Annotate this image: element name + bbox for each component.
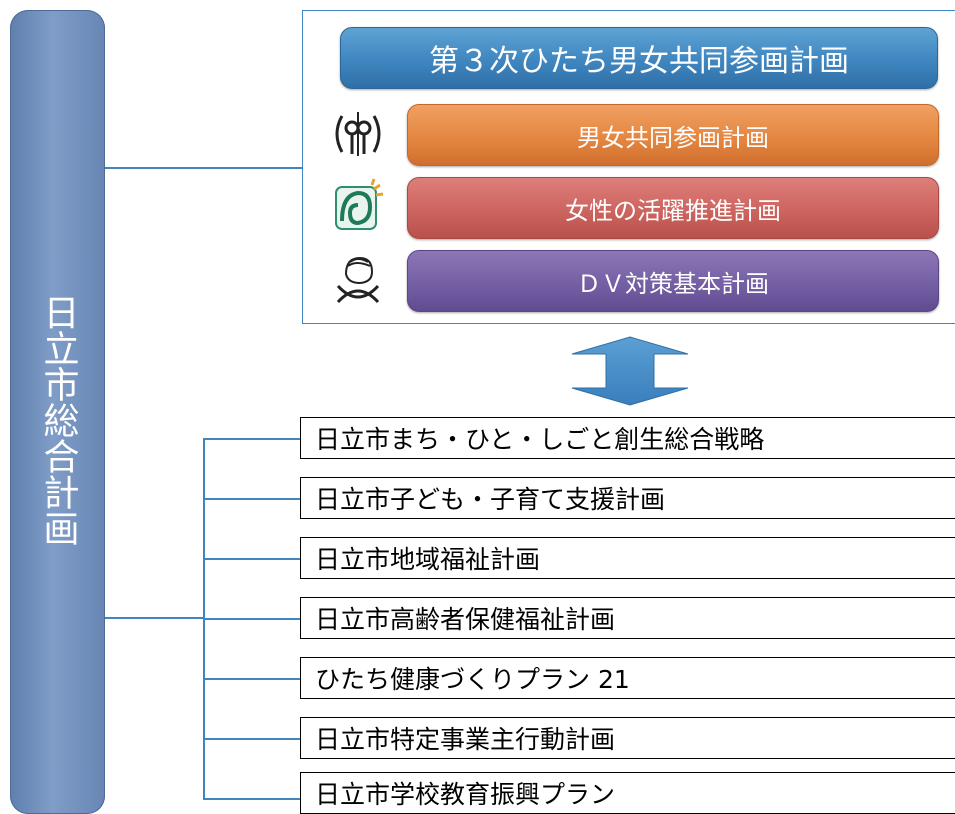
dv-prevention-logo-icon bbox=[336, 256, 380, 304]
master-plan-title: 日立市総合計画 bbox=[37, 294, 79, 546]
related-plan-box: 日立市特定事業主行動計画 bbox=[300, 717, 955, 759]
related-plan-box: ひたち健康づくりプラン 21 bbox=[300, 657, 955, 699]
connector-branch bbox=[203, 438, 300, 440]
connector-bottom bbox=[105, 617, 203, 619]
bidirectional-arrow-icon bbox=[571, 336, 689, 406]
dv-prevention-plan: ＤＶ対策基本計画 bbox=[407, 250, 939, 312]
connector-branch bbox=[203, 798, 300, 800]
connector-branch bbox=[203, 618, 300, 620]
master-plan-bar bbox=[10, 10, 105, 814]
connector-branch bbox=[203, 738, 300, 740]
gender-plan-frame bbox=[302, 10, 955, 324]
gender-equality-plan: 男女共同参画計画 bbox=[407, 104, 939, 166]
related-plan-box: 日立市地域福祉計画 bbox=[300, 537, 955, 579]
women-activity-plan: 女性の活躍推進計画 bbox=[407, 177, 939, 239]
gender-equality-logo-icon bbox=[335, 112, 381, 156]
connector-branch bbox=[203, 498, 300, 500]
connector-top bbox=[105, 167, 302, 169]
women-activity-logo-icon bbox=[335, 178, 384, 230]
connector-branch bbox=[203, 678, 300, 680]
related-plan-box: 日立市まち・ひと・しごと創生総合戦略 bbox=[300, 417, 955, 459]
gender-plan-main-title: 第３次ひたち男女共同参画計画 bbox=[340, 27, 938, 89]
related-plan-box: 日立市高齢者保健福祉計画 bbox=[300, 597, 955, 639]
related-plan-box: 日立市学校教育振興プラン bbox=[300, 772, 955, 814]
connector-branch bbox=[203, 558, 300, 560]
related-plan-box: 日立市子ども・子育て支援計画 bbox=[300, 477, 955, 519]
